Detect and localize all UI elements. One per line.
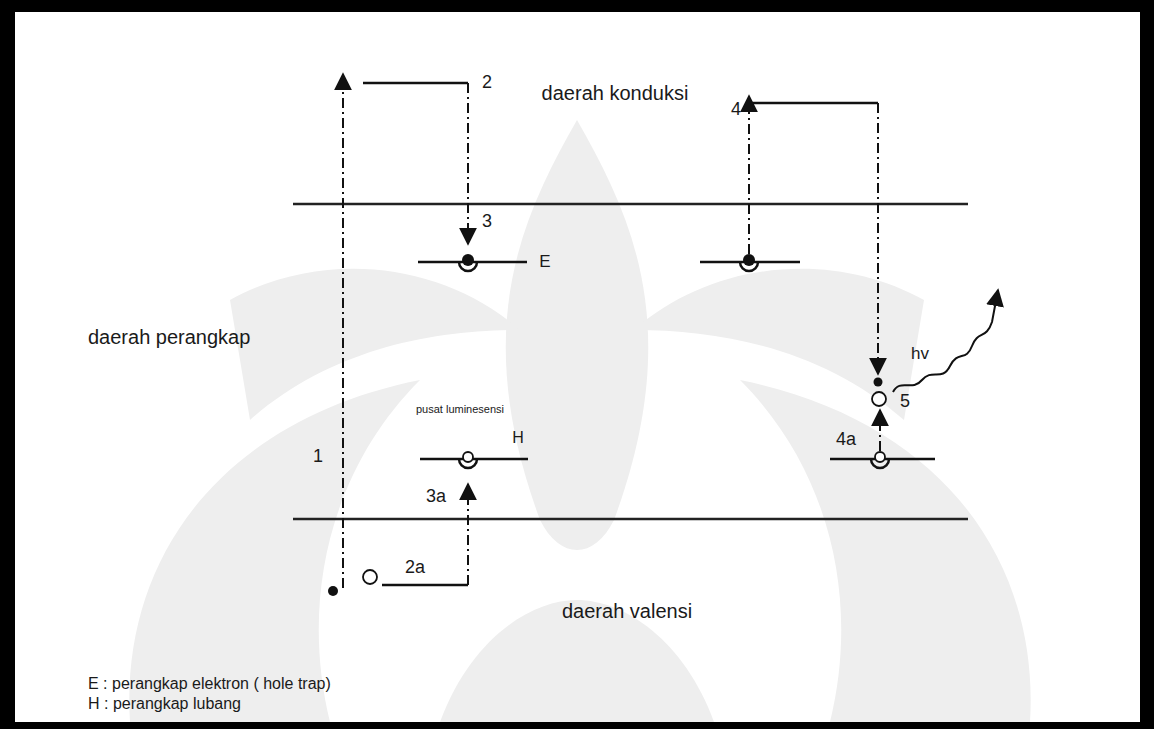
photon-label: hv bbox=[911, 345, 929, 364]
callout-number: 2a bbox=[405, 558, 425, 578]
band-edges bbox=[293, 204, 968, 519]
watermark bbox=[129, 120, 1030, 722]
transitions bbox=[343, 74, 880, 588]
region-label: daerah valensi bbox=[562, 600, 692, 622]
photon-wave bbox=[893, 290, 998, 392]
region-label: daerah konduksi bbox=[542, 82, 689, 104]
legend-note: H : perangkap lubang bbox=[88, 695, 241, 713]
ground bbox=[15, 12, 1140, 722]
callout-number: 5 bbox=[900, 392, 910, 412]
level-label: H bbox=[512, 429, 524, 447]
legend-note: E : perangkap elektron ( hole trap) bbox=[88, 675, 331, 693]
levels bbox=[363, 83, 935, 585]
callout-number: 3 bbox=[482, 212, 492, 232]
callout-number: 1 bbox=[313, 447, 323, 467]
region-label: daerah perangkap bbox=[88, 326, 250, 348]
callout-number: 4 bbox=[731, 100, 741, 120]
callout-number: 4a bbox=[836, 430, 856, 450]
carriers bbox=[328, 254, 889, 596]
callout-number: 2 bbox=[482, 73, 492, 93]
callout-number: 3a bbox=[426, 487, 446, 507]
level-label: E bbox=[539, 253, 550, 272]
level-note: pusat luminesensi bbox=[416, 403, 504, 415]
